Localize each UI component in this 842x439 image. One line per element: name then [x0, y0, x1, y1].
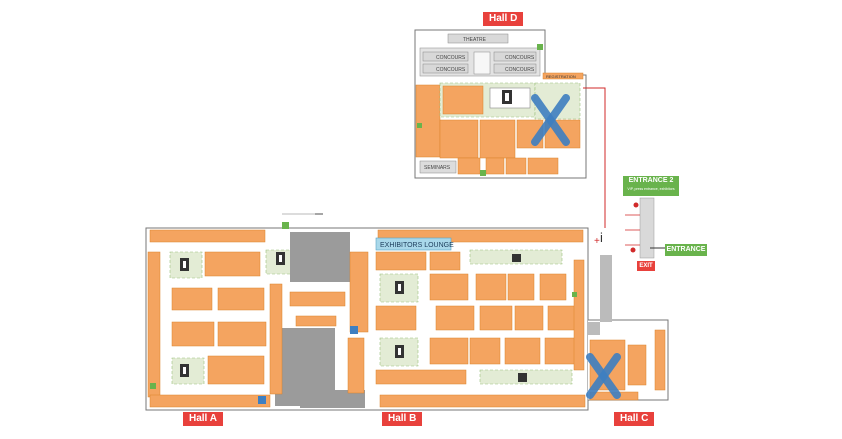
door-icon — [258, 396, 266, 404]
concours-label: CONCOURS — [436, 55, 466, 61]
toilet-icon — [518, 373, 527, 382]
door-icon — [150, 383, 156, 389]
seminars-label: SEMINARS — [424, 165, 451, 171]
exit-sign: EXIT — [637, 261, 655, 271]
entrance-2-sign: ENTRANCE 2 VIP, press entrance, exhibito… — [623, 176, 679, 196]
concours-label: CONCOURS — [505, 55, 535, 61]
toilet-icon — [180, 258, 189, 271]
main-floor — [145, 197, 669, 411]
info-icon: i — [600, 230, 603, 245]
registration-label: REGISTRATION — [546, 74, 576, 79]
hall-b-badge: Hall B — [382, 412, 423, 426]
exhibitors-lounge-label: EXHIBITORS LOUNGE — [380, 242, 454, 249]
toilet-icon — [502, 90, 512, 104]
toilet-icon — [180, 364, 189, 377]
route-line — [583, 87, 606, 228]
door-icon — [350, 326, 358, 334]
door-icon — [572, 292, 577, 297]
toilet-icon — [395, 345, 404, 358]
toilet-icon — [395, 281, 404, 294]
door-icon — [282, 222, 289, 229]
hall-c-badge: Hall C — [614, 412, 655, 426]
hall-a-badge: Hall A — [183, 412, 223, 426]
toilet-icon — [276, 252, 285, 265]
hall-d-badge: Hall D — [483, 12, 524, 26]
concours-label: CONCOURS — [505, 67, 535, 73]
svg-text:+: + — [594, 236, 600, 247]
closed-x-icon — [531, 94, 570, 146]
theatre-label: THEATRE — [463, 37, 487, 43]
toilet-icon — [512, 254, 521, 262]
entrance-sign: ENTRANCE — [665, 244, 707, 256]
closed-x-icon — [586, 353, 621, 399]
concours-label: CONCOURS — [436, 67, 466, 73]
